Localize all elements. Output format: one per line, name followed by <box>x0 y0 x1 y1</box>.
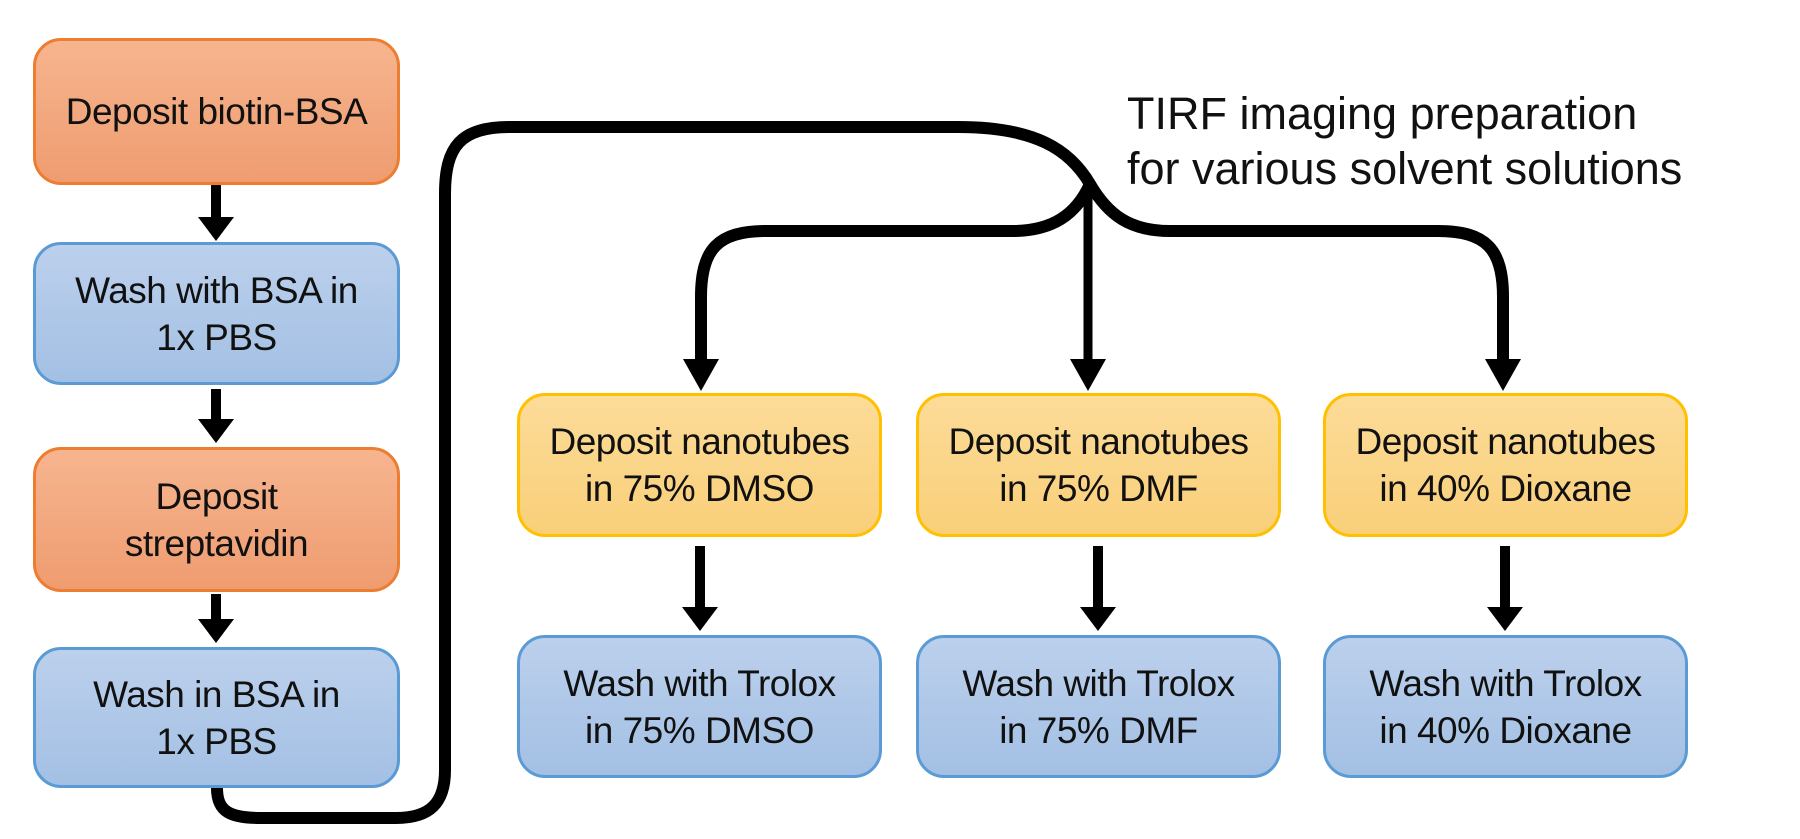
step-deposit-nanotubes-dioxane: Deposit nanotubes in 40% Dioxane <box>1323 393 1688 537</box>
step-label: Deposit biotin-BSA <box>65 91 368 132</box>
step-deposit-nanotubes-dmf: Deposit nanotubes in 75% DMF <box>916 393 1281 537</box>
step-deposit-nanotubes-dmso: Deposit nanotubes in 75% DMSO <box>517 393 882 537</box>
down-arrow-icon <box>198 389 234 443</box>
step-wash-trolox-dmf: Wash with Trolox in 75% DMF <box>916 635 1281 778</box>
diagram-title: TIRF imaging preparation for various sol… <box>1127 88 1683 194</box>
step-label: Deposit nanotubes in 75% DMSO <box>549 421 850 509</box>
step-wash-bsa-pbs-1: Wash with BSA in 1x PBS <box>33 242 400 385</box>
step-deposit-streptavidin: Deposit streptavidin <box>33 447 400 592</box>
step-label: Deposit nanotubes in 75% DMF <box>948 421 1249 509</box>
down-arrow-icon <box>1080 546 1116 631</box>
branch-left-path <box>695 181 1096 361</box>
step-wash-bsa-pbs-2: Wash in BSA in 1x PBS <box>33 647 400 788</box>
step-label: Wash with Trolox in 75% DMSO <box>563 662 836 751</box>
step-label: Deposit streptavidin <box>124 475 309 564</box>
step-label: Deposit nanotubes in 40% Dioxane <box>1355 421 1656 509</box>
down-arrow-icon <box>198 184 234 241</box>
arrowhead-dmf-branch-icon <box>1070 359 1106 391</box>
step-deposit-biotin-bsa: Deposit biotin-BSA <box>33 38 400 185</box>
arrowhead-dmso-branch-icon <box>683 359 719 391</box>
step-label: Wash with Trolox in 40% Dioxane <box>1369 662 1642 751</box>
step-wash-trolox-dmso: Wash with Trolox in 75% DMSO <box>517 635 882 778</box>
step-label: Wash with BSA in 1x PBS <box>75 269 358 358</box>
down-arrow-icon <box>682 546 718 631</box>
arrowhead-dioxane-branch-icon <box>1485 359 1521 391</box>
step-label: Wash with Trolox in 75% DMF <box>962 662 1235 751</box>
step-label: Wash in BSA in 1x PBS <box>93 673 340 762</box>
step-wash-trolox-dioxane: Wash with Trolox in 40% Dioxane <box>1323 635 1688 778</box>
down-arrow-icon <box>1487 546 1523 631</box>
down-arrow-icon <box>198 594 234 643</box>
